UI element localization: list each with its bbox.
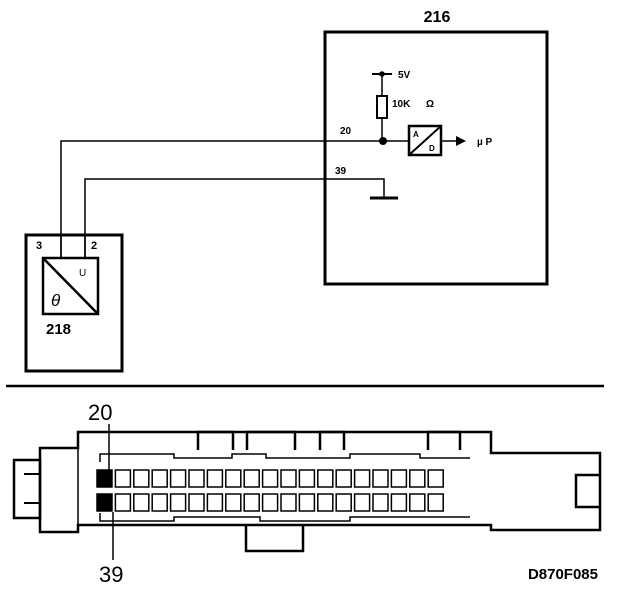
connector-pin-bottom-7 — [206, 493, 224, 512]
connector-pin-top-7 — [206, 469, 224, 488]
junction-node — [379, 137, 387, 145]
adc-a-label: A — [413, 130, 419, 139]
connector-pin-bottom-10 — [261, 493, 279, 512]
connector-pin-bottom-13 — [317, 493, 334, 512]
connector-rails — [99, 453, 470, 522]
connector-pin-top-14 — [335, 469, 352, 488]
ecu-ref-label: 216 — [424, 9, 451, 26]
connector-left-tab — [12, 458, 42, 520]
signal-wire — [60, 140, 384, 258]
connector-top-keys — [196, 430, 462, 450]
connector-right-slot — [574, 473, 600, 509]
output-arrow-icon — [456, 136, 466, 146]
connector-pin-top-19 — [427, 469, 444, 488]
connector-pin-top-12 — [298, 469, 316, 488]
connector-pin-top-10 — [261, 469, 279, 488]
temperature-sensor-symbol — [41, 256, 100, 316]
sensor-pin-3-label: 3 — [36, 240, 42, 252]
connector-pin-top-2 — [114, 469, 132, 488]
connector-pin-bottom-5 — [169, 493, 187, 512]
connector-pin-bottom-3 — [133, 493, 150, 512]
figure-code: D870F085 — [528, 566, 598, 583]
ecu-pin-39-label: 39 — [335, 166, 347, 177]
sensor-ref-label: 218 — [46, 321, 71, 338]
connector-pin-bottom-19 — [427, 493, 444, 512]
resistor-unit-label: Ω — [426, 99, 434, 110]
ecu-connector-outline — [38, 430, 602, 534]
connector-pin-row-bottom — [96, 493, 444, 512]
connector-pin-bottom-2 — [114, 493, 132, 512]
connector-pin-bottom-8 — [225, 493, 242, 512]
sensor-theta-symbol: θ — [51, 291, 61, 310]
connector-pin-bottom-14 — [335, 493, 352, 512]
connector-pin-top-4 — [151, 469, 168, 488]
connector-pin-bottom-12 — [298, 493, 316, 512]
callout-pin-39-label: 39 — [99, 562, 123, 587]
connector-pin-top-5 — [169, 469, 187, 488]
connector-bottom-key — [244, 525, 305, 553]
adc-d-label: D — [429, 144, 435, 153]
resistor-value-label: 10K — [392, 99, 411, 110]
connector-pin-row-top — [96, 469, 444, 488]
callout-pin-20-label: 20 — [88, 400, 112, 425]
ecu-box — [323, 30, 549, 286]
connector-pin-bottom-18 — [409, 493, 426, 512]
connector-pin-bottom-6 — [188, 493, 205, 512]
connector-pin-top-11 — [280, 469, 297, 488]
ecu-pin-20-label: 20 — [340, 126, 352, 137]
connector-pin-top-3 — [133, 469, 150, 488]
connector-pin-top-17 — [390, 469, 408, 488]
pullup-resistor — [376, 95, 388, 119]
connector-pin-bottom-1 — [96, 493, 113, 512]
connector-pin-bottom-17 — [390, 493, 408, 512]
connector-pin-bottom-9 — [243, 493, 260, 512]
connector-pin-top-6 — [188, 469, 205, 488]
connector-pin-top-16 — [372, 469, 389, 488]
connector-pin-top-18 — [409, 469, 426, 488]
connector-pin-bottom-4 — [151, 493, 168, 512]
connector-pin-top-9 — [243, 469, 260, 488]
supply-label: 5V — [398, 70, 411, 81]
connector-pin-top-15 — [353, 469, 371, 488]
connector-pin-top-8 — [225, 469, 242, 488]
sensor-voltage-symbol: U — [79, 268, 86, 279]
connector-pin-bottom-11 — [280, 493, 297, 512]
connector-pin-top-13 — [317, 469, 334, 488]
sensor-box — [24, 233, 124, 373]
ground-wire — [84, 178, 385, 258]
adc-converter-symbol — [407, 124, 443, 157]
connector-pin-bottom-15 — [353, 493, 371, 512]
sensor-pin-2-label: 2 — [91, 240, 97, 252]
microprocessor-label: µ P — [477, 137, 493, 148]
connector-pin-bottom-16 — [372, 493, 389, 512]
